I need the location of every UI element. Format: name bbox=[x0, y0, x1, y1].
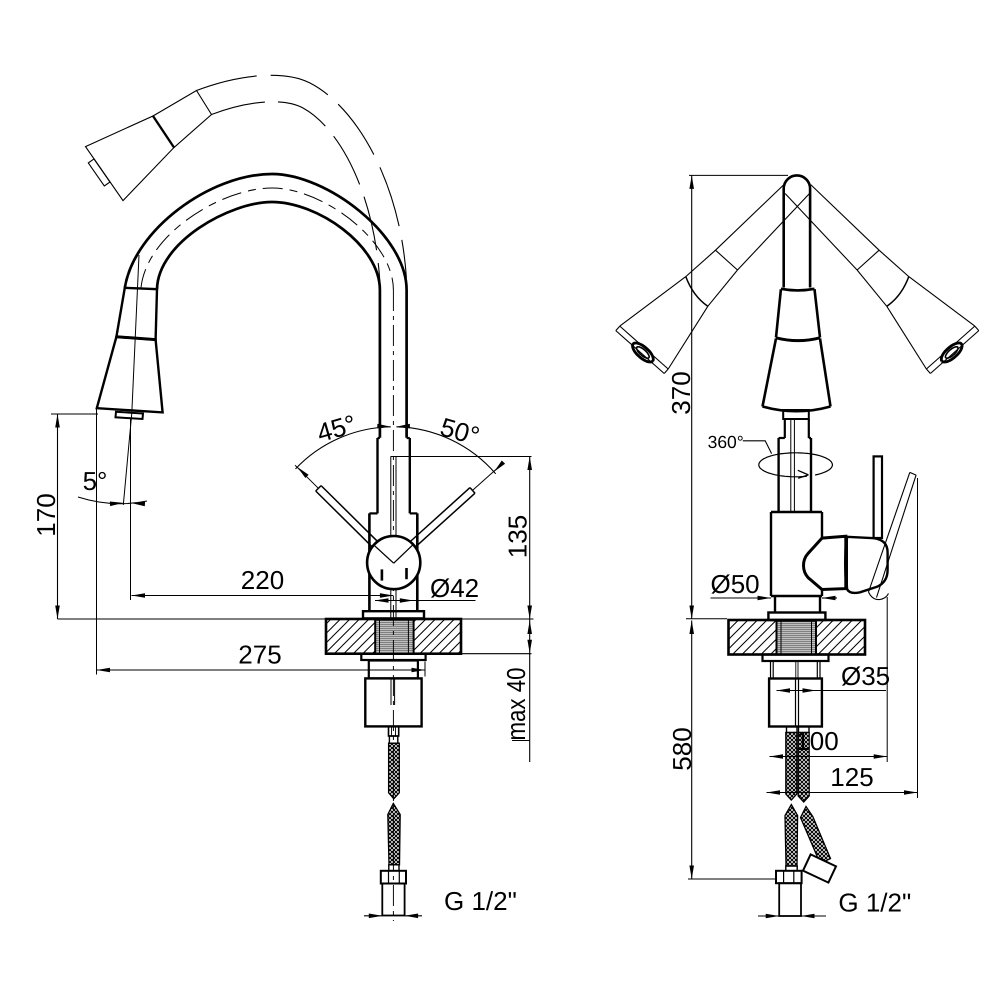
svg-text:100: 100 bbox=[795, 726, 838, 756]
svg-text:125: 125 bbox=[830, 762, 873, 792]
svg-text:Ø35: Ø35 bbox=[841, 661, 890, 691]
svg-text:275: 275 bbox=[238, 640, 281, 670]
svg-text:360°: 360° bbox=[708, 432, 744, 452]
svg-text:170: 170 bbox=[31, 493, 61, 536]
svg-text:5°: 5° bbox=[83, 466, 108, 496]
svg-text:580: 580 bbox=[667, 727, 697, 770]
svg-text:max 40: max 40 bbox=[501, 668, 531, 741]
svg-text:G 1/2": G 1/2" bbox=[444, 886, 517, 916]
svg-text:370: 370 bbox=[666, 371, 696, 414]
svg-text:Ø42: Ø42 bbox=[430, 573, 479, 603]
svg-text:Ø50: Ø50 bbox=[711, 569, 760, 599]
svg-text:220: 220 bbox=[241, 565, 284, 595]
svg-text:135: 135 bbox=[503, 515, 533, 558]
svg-text:G 1/2": G 1/2" bbox=[838, 888, 911, 918]
